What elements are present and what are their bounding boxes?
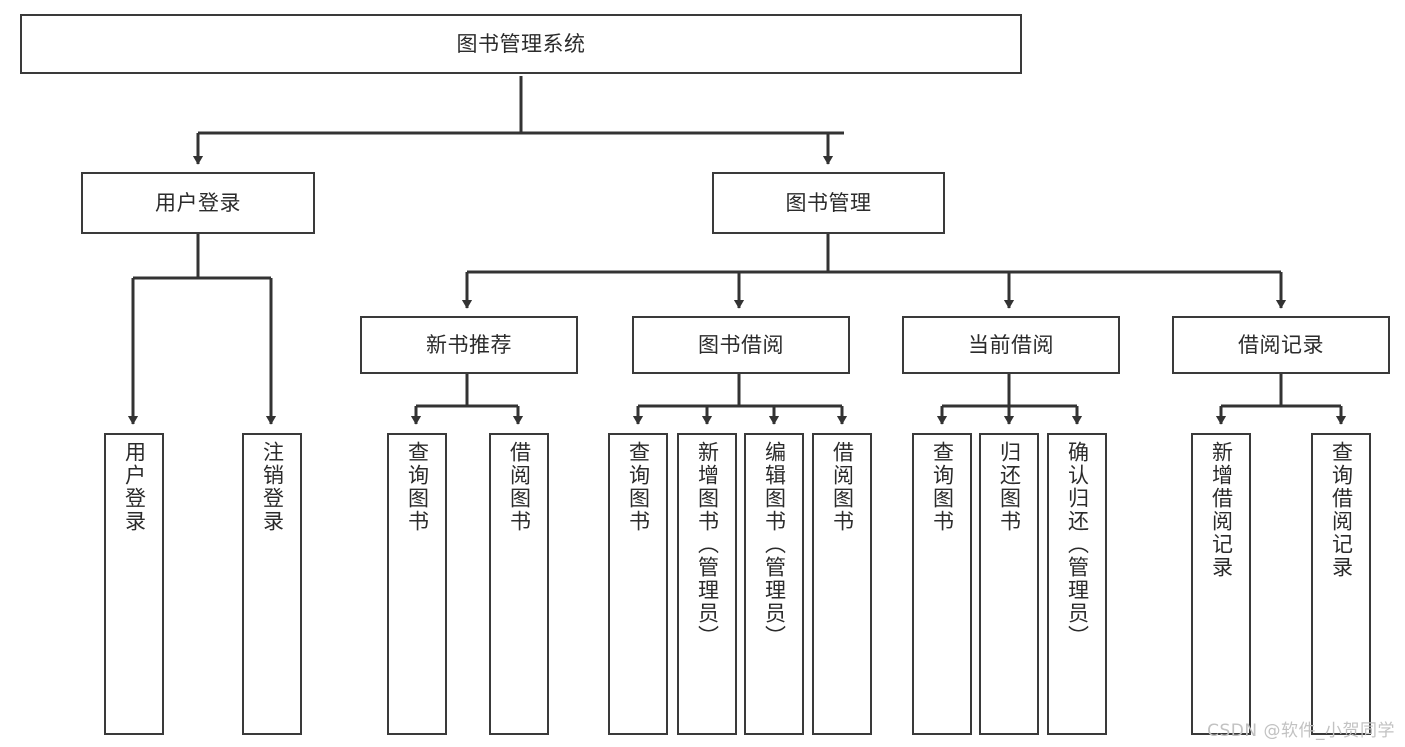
node-leaf-record-add-record-label: 新增借阅记录 [1209,441,1234,579]
node-root-system[interactable]: 图书管理系统 [20,14,1022,74]
node-leaf-current-confirm-return-admin[interactable]: 确认归还（管理员） [1047,433,1107,735]
node-book-management[interactable]: 图书管理 [712,172,945,234]
node-leaf-current-return-book-label: 归还图书 [997,441,1022,533]
node-user-login-label: 用户登录 [155,190,241,215]
node-current-borrow-label: 当前借阅 [968,332,1054,357]
node-leaf-user-login-signin-label: 用户登录 [122,441,147,533]
node-leaf-recommend-query-book-label: 查询图书 [405,441,430,533]
node-borrow-record[interactable]: 借阅记录 [1172,316,1390,374]
node-leaf-recommend-borrow-book-label: 借阅图书 [507,441,532,533]
node-leaf-current-query-book[interactable]: 查询图书 [912,433,972,735]
node-book-management-label: 图书管理 [785,190,872,215]
node-leaf-user-login-signout[interactable]: 注销登录 [242,433,302,735]
node-leaf-borrow-borrow-book[interactable]: 借阅图书 [812,433,872,735]
node-leaf-record-query-record-label: 查询借阅记录 [1329,441,1354,579]
node-leaf-record-query-record[interactable]: 查询借阅记录 [1311,433,1371,735]
node-leaf-borrow-edit-book-admin-label: 编辑图书（管理员） [762,441,787,648]
node-book-borrow-label: 图书借阅 [698,332,784,357]
node-leaf-borrow-borrow-book-label: 借阅图书 [830,441,855,533]
node-new-book-recommend-label: 新书推荐 [426,332,512,357]
node-leaf-borrow-add-book-admin-label: 新增图书（管理员） [695,441,720,648]
node-user-login[interactable]: 用户登录 [81,172,315,234]
node-leaf-user-login-signin[interactable]: 用户登录 [104,433,164,735]
node-leaf-borrow-query-book[interactable]: 查询图书 [608,433,668,735]
node-leaf-borrow-query-book-label: 查询图书 [626,441,651,533]
node-current-borrow[interactable]: 当前借阅 [902,316,1120,374]
node-leaf-recommend-borrow-book[interactable]: 借阅图书 [489,433,549,735]
node-root-system-label: 图书管理系统 [456,31,586,56]
node-leaf-recommend-query-book[interactable]: 查询图书 [387,433,447,735]
watermark-text: CSDN @软件_小贺同学 [1207,721,1395,741]
node-leaf-current-confirm-return-admin-label: 确认归还（管理员） [1065,441,1090,648]
node-leaf-borrow-add-book-admin[interactable]: 新增图书（管理员） [677,433,737,735]
node-leaf-borrow-edit-book-admin[interactable]: 编辑图书（管理员） [744,433,804,735]
node-leaf-current-return-book[interactable]: 归还图书 [979,433,1039,735]
node-new-book-recommend[interactable]: 新书推荐 [360,316,578,374]
node-leaf-record-add-record[interactable]: 新增借阅记录 [1191,433,1251,735]
node-borrow-record-label: 借阅记录 [1238,332,1324,357]
node-leaf-current-query-book-label: 查询图书 [930,441,955,533]
node-book-borrow[interactable]: 图书借阅 [632,316,850,374]
node-leaf-user-login-signout-label: 注销登录 [260,441,285,533]
